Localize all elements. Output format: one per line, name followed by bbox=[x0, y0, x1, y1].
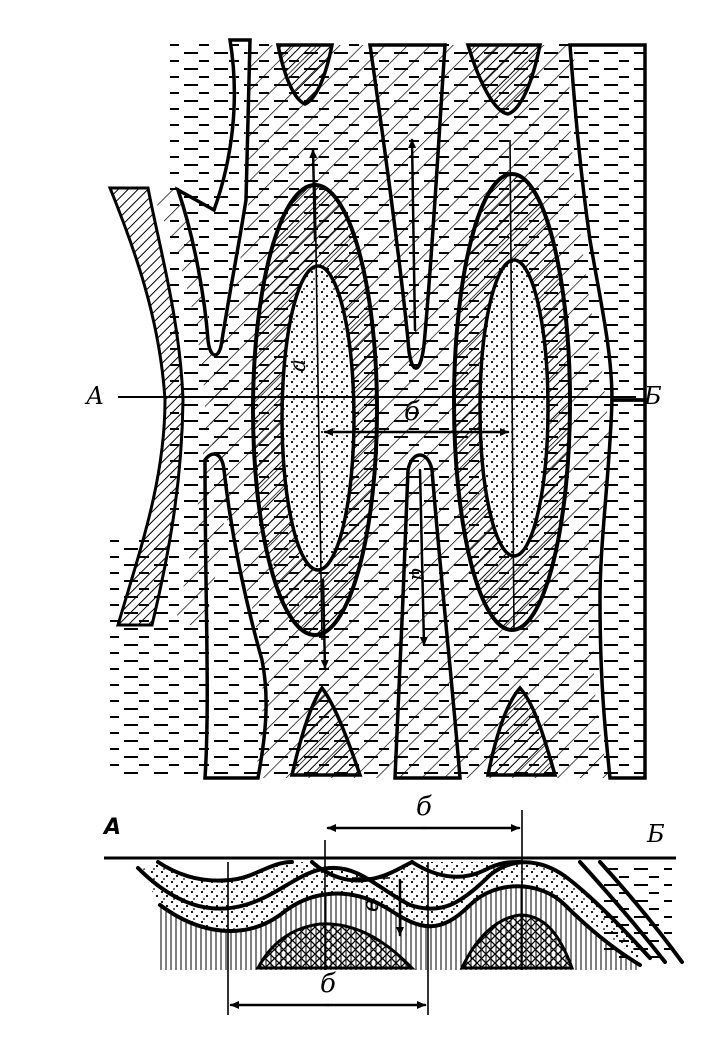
section-core-right bbox=[459, 913, 575, 970]
right-anticline-core-dots bbox=[481, 261, 547, 555]
axis-arrow-top-left bbox=[309, 148, 318, 242]
section-label-delta-bottom: б bbox=[320, 969, 336, 999]
tongue-lower-right bbox=[598, 398, 647, 780]
top-lobe-right bbox=[465, 43, 543, 116]
cross-section: А Б б б в bbox=[102, 792, 684, 1015]
left-arc-dense bbox=[107, 186, 185, 627]
plan-label-alpha-left: a bbox=[286, 359, 311, 372]
axis-arrow-up-center bbox=[408, 138, 417, 332]
axis-arrow-bottom-left bbox=[320, 578, 329, 670]
tongue-upper-right bbox=[568, 43, 647, 402]
top-lobe-left bbox=[275, 43, 335, 106]
axis-arrow-down-center bbox=[418, 468, 428, 647]
section-stratum-line-3 bbox=[158, 884, 642, 967]
bottom-lobe-right bbox=[485, 685, 558, 777]
left-axis-line bbox=[314, 184, 323, 641]
tongue-upper-left bbox=[174, 38, 252, 357]
section-upper-dotted bbox=[140, 862, 640, 950]
section-stratum-line-5 bbox=[598, 860, 684, 964]
section-stratum-line-4 bbox=[578, 860, 667, 964]
plan-label-a-cyrillic: А bbox=[84, 382, 104, 410]
bottom-lobe-left bbox=[289, 685, 363, 777]
tongue-lower-center bbox=[393, 453, 462, 780]
section-stratum-line-1 bbox=[156, 860, 294, 883]
plan-view: А Б a a б bbox=[84, 38, 662, 780]
section-stratum-line-1b bbox=[310, 860, 414, 883]
plan-label-alpha-right: a bbox=[406, 568, 431, 581]
tongue-lower-left bbox=[203, 452, 268, 780]
right-axis-line bbox=[509, 139, 515, 631]
section-core-left bbox=[255, 922, 416, 970]
section-stratum-line-2 bbox=[136, 860, 652, 960]
section-label-b-cyrillic: Б bbox=[646, 820, 665, 848]
section-label-a-cyrillic: А bbox=[102, 815, 121, 840]
plan-label-b-cyrillic: Б bbox=[643, 382, 662, 410]
plan-label-delta: б bbox=[404, 397, 420, 427]
section-label-delta-top: б bbox=[416, 792, 432, 822]
section-middle-dotted bbox=[140, 862, 640, 962]
tongue-upper-center bbox=[367, 43, 447, 370]
tongue-upper-left-fill bbox=[180, 42, 248, 349]
section-label-v: в bbox=[359, 899, 384, 912]
